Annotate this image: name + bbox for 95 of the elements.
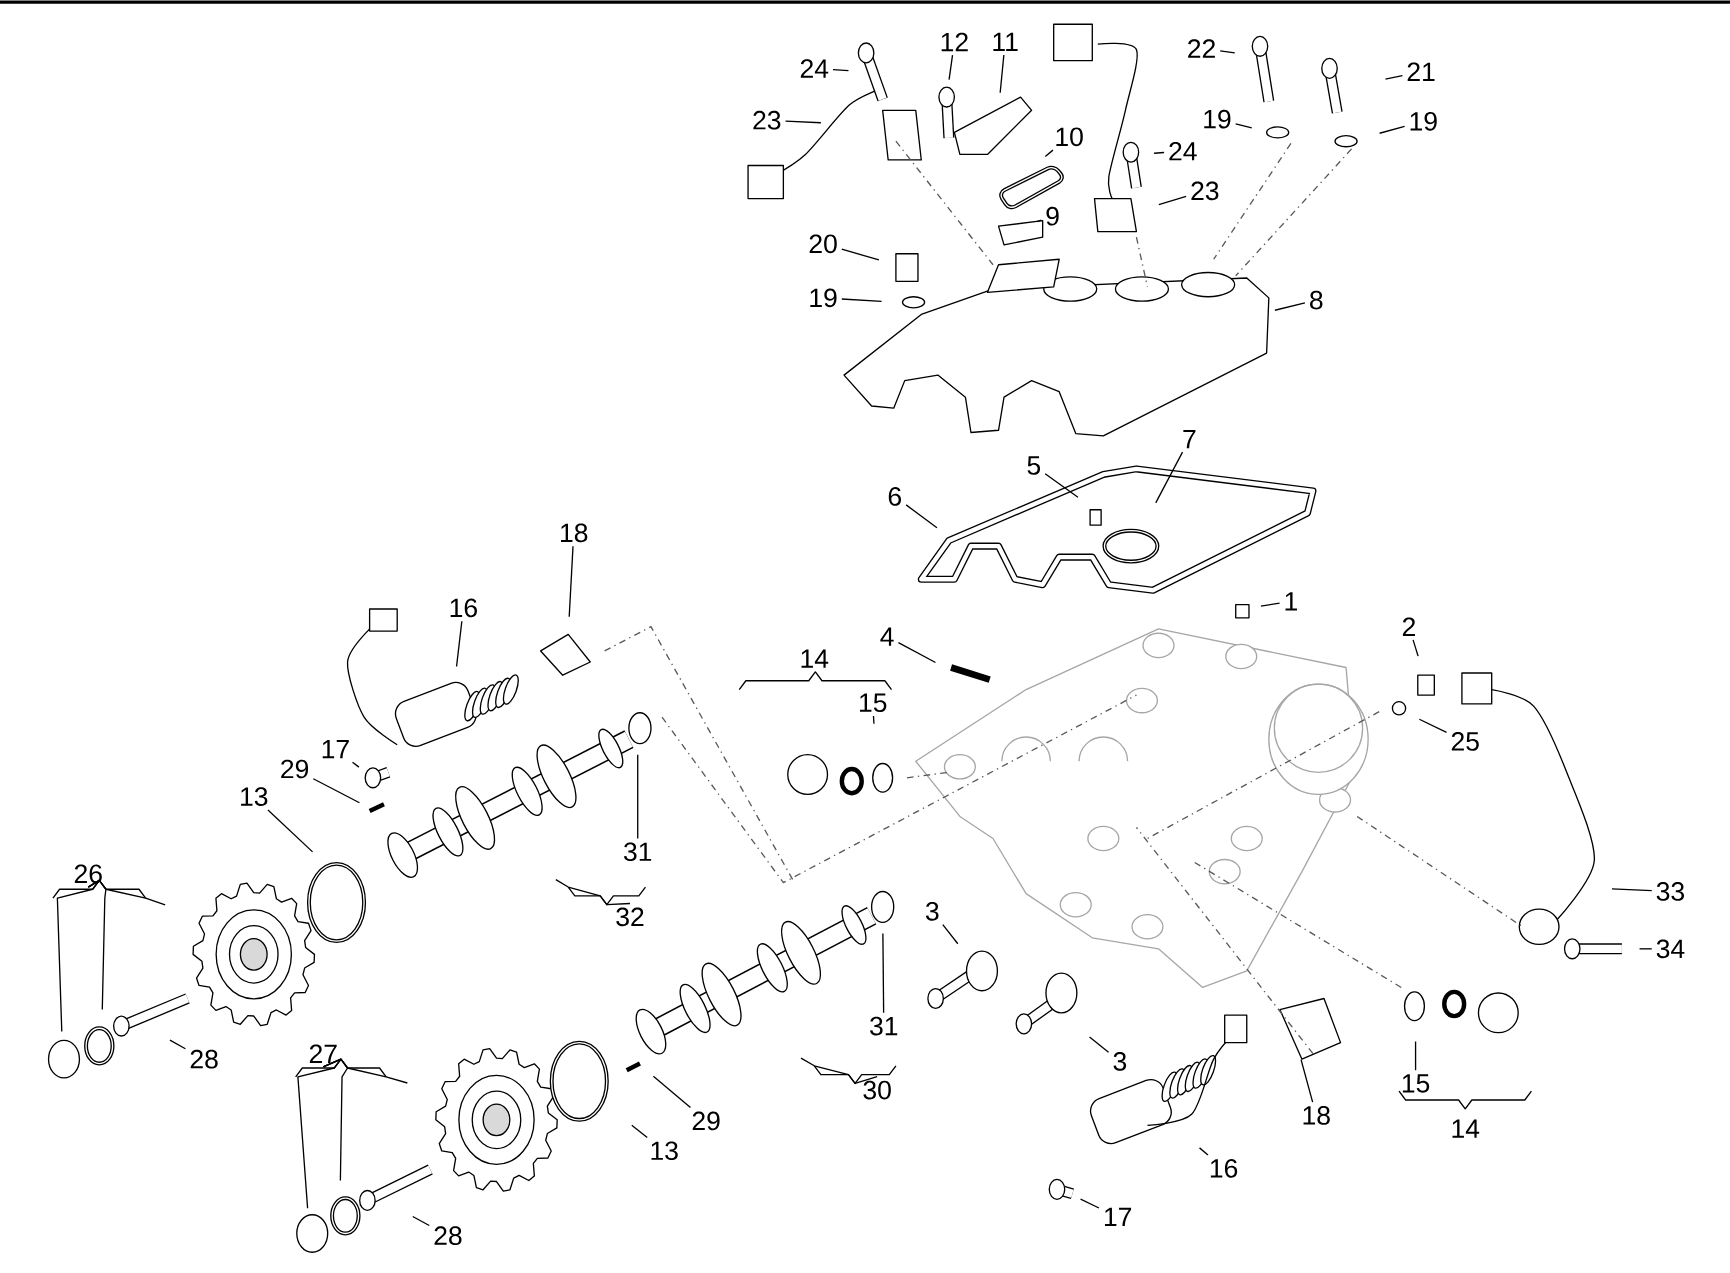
callout-number: 24 [800, 59, 829, 78]
callout-number: 17 [1104, 1207, 1132, 1226]
callout-number: 14 [1452, 1119, 1480, 1138]
leader-line [1198, 1147, 1209, 1156]
callout-number: 29 [281, 759, 309, 779]
callout-number: 11 [993, 32, 1018, 51]
callout-number: 18 [1303, 1105, 1330, 1125]
callout-number: 30 [863, 1080, 891, 1100]
leader-line [841, 248, 880, 261]
leader-line [312, 777, 361, 804]
callout-number: 13 [651, 1141, 678, 1160]
callout-number: 17 [322, 739, 349, 759]
callout-number: 19 [1204, 109, 1231, 129]
leader-line [1611, 888, 1653, 892]
leader-line [872, 715, 875, 725]
leader-line [555, 878, 631, 906]
leader-line [1274, 302, 1306, 311]
callout-number: 22 [1188, 39, 1215, 58]
leader-line [897, 641, 937, 664]
callout-number: 16 [450, 598, 477, 618]
leader-line [1412, 639, 1419, 657]
callout-number: 14 [801, 649, 829, 668]
leader-line [637, 753, 639, 839]
callout-number: 31 [870, 1016, 898, 1036]
leader-line [948, 54, 954, 81]
callout-number: 29 [692, 1111, 720, 1131]
callout-number: 13 [241, 787, 268, 806]
callout-number: 6 [888, 487, 901, 506]
leader-line [1079, 1198, 1100, 1209]
callout-number: 3 [1113, 1051, 1127, 1071]
callout-number: 28 [190, 1049, 218, 1069]
leader-line [1414, 1040, 1417, 1071]
leader-line [87, 879, 166, 906]
leader-line [351, 761, 360, 768]
callout-number: 24 [1169, 141, 1197, 161]
callout-number: 3 [925, 901, 939, 921]
leader-line [1155, 451, 1184, 504]
leader-line [322, 1058, 408, 1084]
callout-number: 34 [1656, 939, 1685, 959]
leader-line [1044, 149, 1054, 157]
leader-line [1044, 472, 1079, 498]
callout-number: 19 [1410, 111, 1437, 131]
leader-line [1235, 123, 1253, 129]
leader-line [169, 1039, 187, 1050]
leader-line [56, 879, 100, 1033]
leader-line [882, 932, 885, 1014]
callout-number: 15 [860, 693, 887, 712]
leader-line [942, 923, 959, 945]
callout-number: 27 [309, 1044, 337, 1063]
leader-line [1153, 151, 1165, 154]
callout-number: 8 [1310, 290, 1323, 310]
leader-line [841, 298, 883, 302]
callout-number: 2 [1402, 617, 1415, 636]
callout-number: 28 [434, 1226, 462, 1245]
leader-line [568, 545, 574, 618]
leader-line [1036, 219, 1042, 223]
callout-number: 15 [1402, 1074, 1430, 1093]
leader-line [800, 1057, 878, 1084]
callout-number: 33 [1656, 882, 1684, 901]
leader-line [455, 620, 463, 668]
leader-line [832, 68, 850, 72]
callout-number: 12 [941, 32, 968, 52]
callout-number: 10 [1056, 127, 1083, 147]
leader-line [631, 1124, 648, 1138]
leader-line [1418, 718, 1448, 733]
callout-number: 19 [810, 288, 837, 308]
leader-line [412, 1215, 430, 1227]
callout-number: 1 [1285, 592, 1297, 611]
leader-line [784, 120, 822, 124]
callout-number: 25 [1451, 731, 1479, 751]
leader-line [1260, 602, 1281, 607]
leader-line [1300, 1058, 1314, 1103]
callout-number: 21 [1407, 62, 1435, 81]
callout-number: 32 [616, 907, 644, 927]
callout-number: 16 [1210, 1158, 1238, 1178]
leader-line [267, 809, 314, 853]
callout-number: 23 [753, 110, 781, 130]
leader-line [297, 1058, 342, 1209]
leader-line [1378, 125, 1406, 134]
leader-line [1384, 74, 1404, 80]
callout-number: 7 [1183, 429, 1196, 449]
callout-number: 4 [880, 627, 894, 646]
callout-number: 5 [1027, 456, 1041, 475]
leader-line [999, 54, 1005, 94]
leader-line [1158, 195, 1187, 206]
leader-line [905, 504, 938, 529]
callout-number: 9 [1046, 206, 1059, 226]
leader-line [1219, 50, 1236, 54]
leader-line [652, 1075, 692, 1109]
leader-line [1638, 948, 1653, 950]
callout-number: 20 [809, 234, 837, 254]
callout-number: 18 [561, 523, 588, 543]
callout-number: 23 [1191, 181, 1219, 201]
leader-line [1088, 1036, 1110, 1053]
callout-number: 31 [624, 842, 652, 861]
